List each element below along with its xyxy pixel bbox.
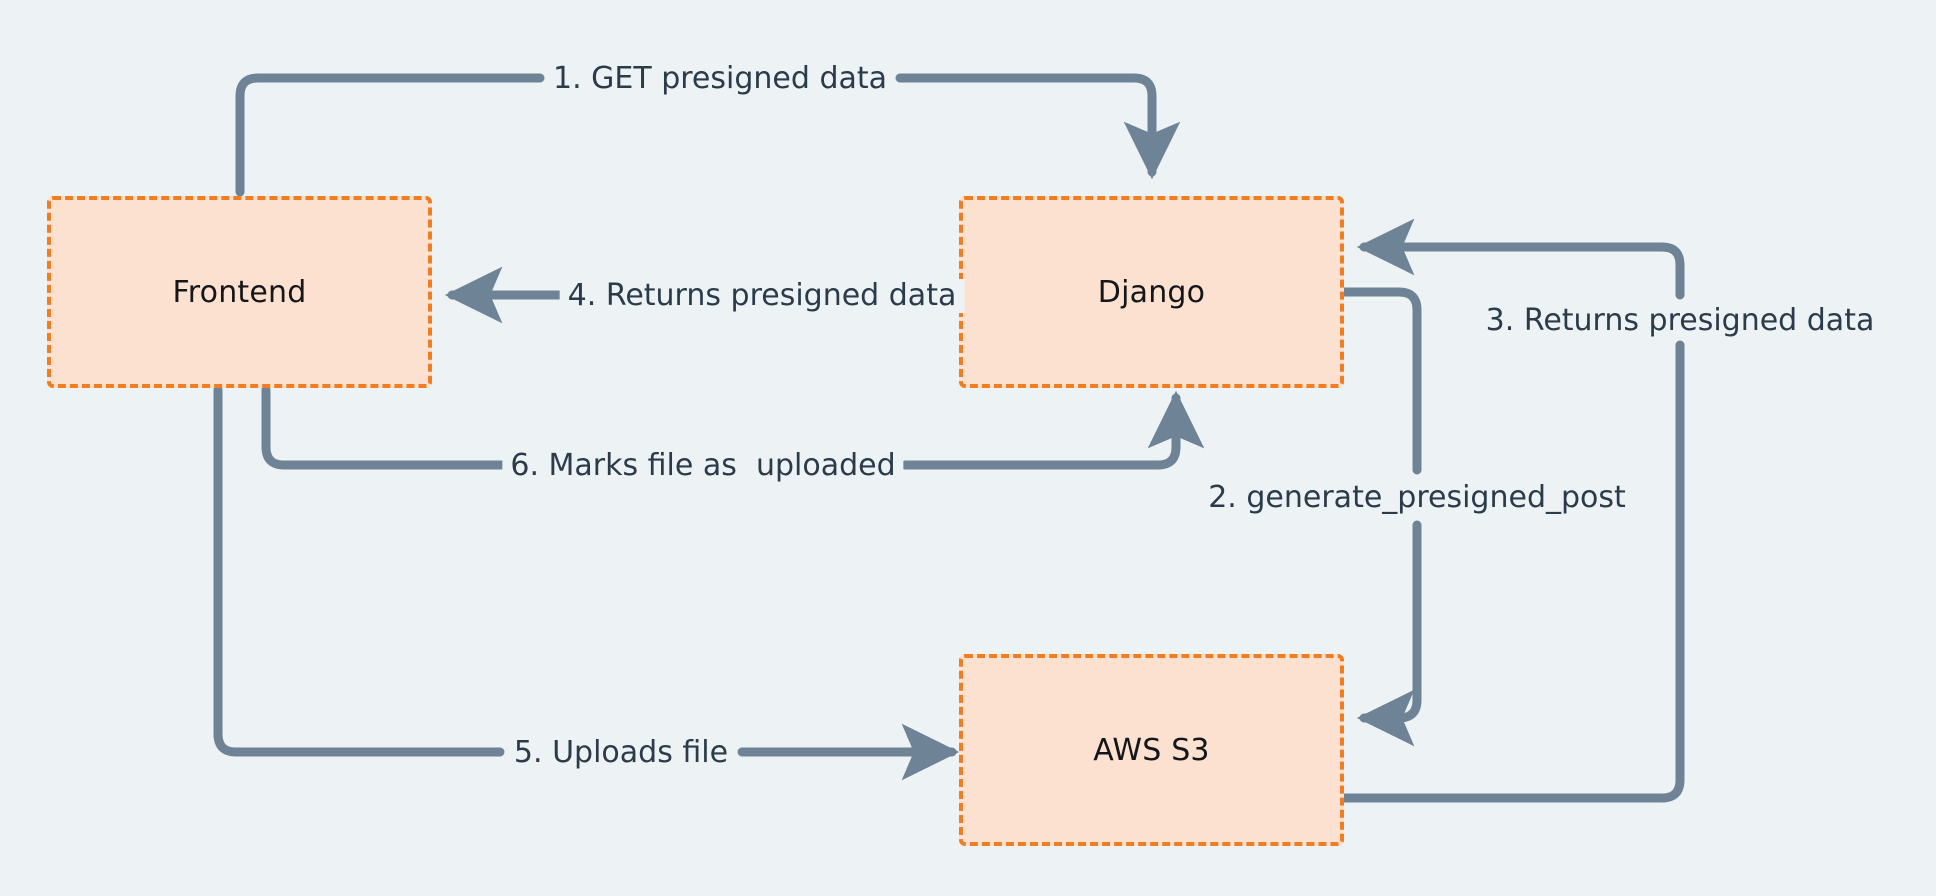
edge-label-2: 2. generate_presigned_post <box>1200 481 1634 515</box>
node-django-label: Django <box>1097 274 1206 310</box>
edge-label-1: 1. GET presigned data <box>544 62 896 96</box>
edge-path-3-lower <box>1338 340 1685 803</box>
node-frontend-label: Frontend <box>172 274 307 310</box>
edge-path-2-lower <box>1356 520 1422 747</box>
edge-path-2-upper <box>1336 287 1422 475</box>
edge-label-5: 5. Uploads file <box>505 736 737 770</box>
edge-path-6-left <box>261 385 507 470</box>
edge-path-5-left <box>213 385 505 757</box>
edge-label-3: 3. Returns presigned data <box>1477 304 1883 338</box>
node-aws-s3[interactable]: AWS S3 <box>959 654 1344 846</box>
node-django[interactable]: Django <box>959 196 1344 388</box>
edge-path-1-left <box>235 73 545 197</box>
edge-path-6-right <box>900 390 1205 470</box>
edge-label-6: 6. Marks file as uploaded <box>502 449 904 483</box>
edge-path-3-upper <box>1356 218 1685 300</box>
edge-label-4: 4. Returns presigned data <box>559 279 965 313</box>
node-frontend[interactable]: Frontend <box>47 196 432 388</box>
edge-path-1-right <box>895 73 1181 180</box>
node-aws-s3-label: AWS S3 <box>1093 732 1210 768</box>
